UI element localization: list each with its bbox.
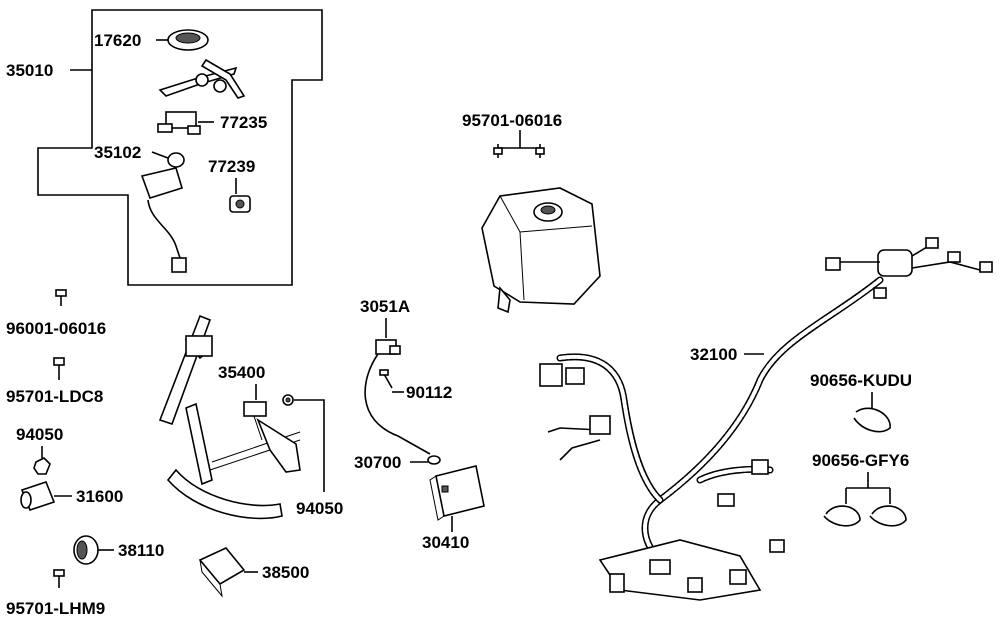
label-38500[interactable]: 38500 xyxy=(262,563,309,582)
label-38110[interactable]: 38110 xyxy=(118,541,164,560)
label-35400[interactable]: 35400 xyxy=(218,363,265,382)
keys[interactable] xyxy=(158,58,246,99)
screw-95701-LHM9[interactable] xyxy=(53,569,65,588)
part-35400[interactable] xyxy=(243,401,267,441)
label-90656-GFY6[interactable]: 90656-GFY6 xyxy=(812,451,909,470)
label-94050-mid[interactable]: 94050 xyxy=(296,499,343,518)
cable-30700[interactable] xyxy=(364,353,441,465)
part-31600[interactable] xyxy=(20,481,56,511)
nut-94050-mid[interactable] xyxy=(282,394,294,406)
label-94050-left[interactable]: 94050 xyxy=(16,425,63,444)
part-38110[interactable] xyxy=(73,535,99,565)
screw-95701-LDC8[interactable] xyxy=(53,357,65,380)
label-35102[interactable]: 35102 xyxy=(94,143,141,162)
bracket-77235[interactable] xyxy=(157,111,201,135)
kit-outline xyxy=(37,9,323,286)
label-30700[interactable]: 30700 xyxy=(354,453,401,472)
label-96001-06016[interactable]: 96001-06016 xyxy=(6,319,106,338)
label-95701-LDC8[interactable]: 95701-LDC8 xyxy=(6,387,103,406)
label-95701-06016[interactable]: 95701-06016 xyxy=(462,111,562,130)
tie-90656-KUDU[interactable] xyxy=(853,407,891,433)
cdi-30410[interactable] xyxy=(429,465,485,521)
label-17620[interactable]: 17620 xyxy=(94,31,141,50)
label-77239[interactable]: 77239 xyxy=(208,157,255,176)
relay-38500[interactable] xyxy=(198,547,246,598)
nut-94050-left[interactable] xyxy=(33,457,51,475)
label-32100[interactable]: 32100 xyxy=(690,345,737,364)
relay-3051A[interactable] xyxy=(375,339,401,355)
label-95701-LHM9[interactable]: 95701-LHM9 xyxy=(6,599,105,618)
bolt-95701-06016[interactable] xyxy=(493,144,545,158)
label-3051A[interactable]: 3051A xyxy=(360,297,410,316)
cylinder-77239[interactable] xyxy=(229,195,251,213)
label-35010[interactable]: 35010 xyxy=(6,61,53,80)
label-31600[interactable]: 31600 xyxy=(76,487,123,506)
label-90656-KUDU[interactable]: 90656-KUDU xyxy=(810,371,912,390)
cap-17620[interactable] xyxy=(167,29,209,51)
screw-96001-06016[interactable] xyxy=(55,289,67,306)
label-90112[interactable]: 90112 xyxy=(406,383,452,402)
wire-harness-32100[interactable] xyxy=(539,237,993,601)
label-77235[interactable]: 77235 xyxy=(220,113,267,132)
frame-bracket xyxy=(158,314,301,520)
tie-90656-GFY6[interactable] xyxy=(823,505,907,527)
screw-90112[interactable] xyxy=(379,369,393,389)
fuel-tank xyxy=(481,187,601,314)
switch-35102[interactable] xyxy=(140,152,187,273)
label-30410[interactable]: 30410 xyxy=(422,533,469,552)
